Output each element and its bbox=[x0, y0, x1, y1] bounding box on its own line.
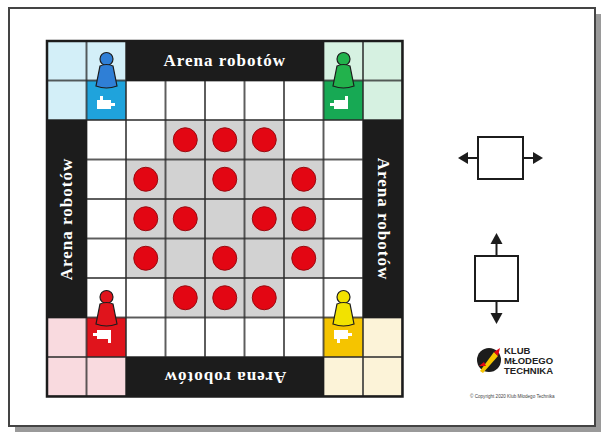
arrowheads bbox=[458, 152, 543, 324]
title-band: Arena robotów bbox=[363, 120, 403, 318]
pawns bbox=[96, 53, 354, 327]
copyright-note: © Copyright 2020 Klub Młodego Technika bbox=[470, 394, 590, 400]
title-band: Arena robotów bbox=[126, 357, 324, 397]
frame bbox=[9, 8, 595, 426]
robot-icons bbox=[93, 96, 352, 343]
band-title: Arena robotów bbox=[57, 158, 77, 280]
band-title: Arena robotów bbox=[164, 367, 286, 387]
move-symbols bbox=[466, 137, 535, 314]
logo-text: KLUB MŁODEGO TECHNIKA bbox=[504, 346, 562, 376]
obstacles bbox=[134, 128, 316, 310]
band-title: Arena robotów bbox=[373, 158, 393, 280]
band-title: Arena robotów bbox=[164, 51, 286, 71]
grid bbox=[47, 41, 403, 397]
title-band: Arena robotów bbox=[47, 120, 87, 318]
title-band: Arena robotów bbox=[126, 41, 324, 81]
board-border bbox=[47, 41, 403, 397]
board-ground bbox=[47, 41, 403, 397]
club-logo bbox=[477, 348, 501, 373]
